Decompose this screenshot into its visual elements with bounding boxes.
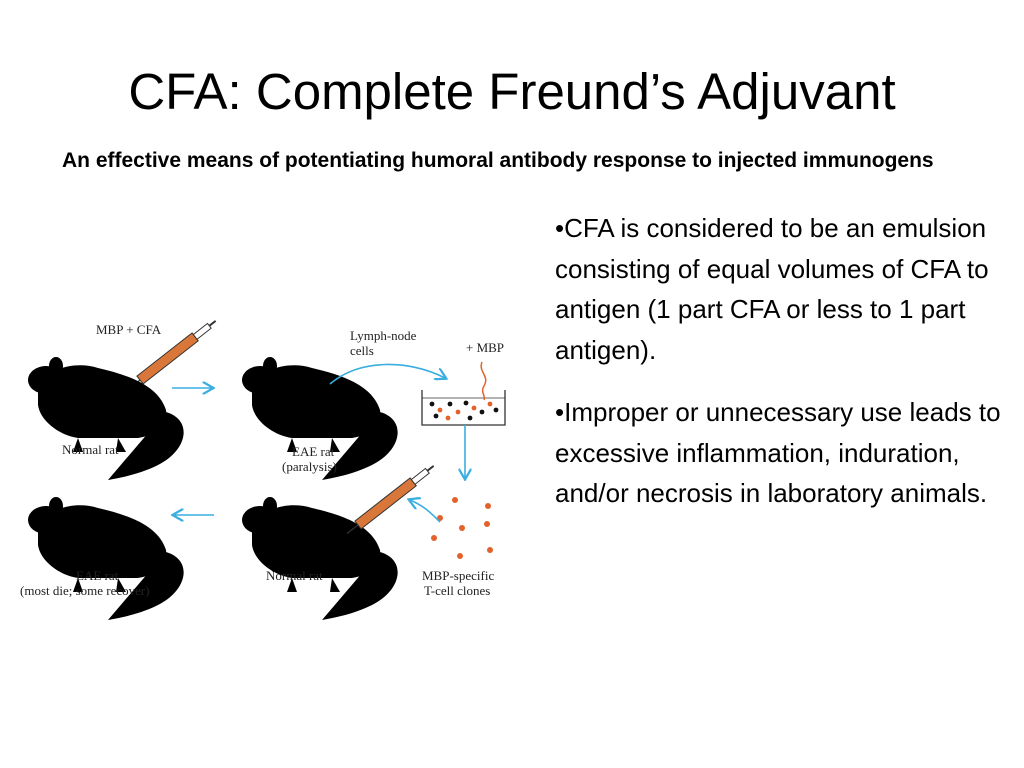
label-most-die: (most die; some recover) bbox=[20, 583, 150, 598]
slide-title: CFA: Complete Freund’s Adjuvant bbox=[128, 63, 896, 120]
label-mbp-cfa: MBP + CFA bbox=[96, 322, 162, 337]
label-eae-rat-1: EAE rat bbox=[292, 444, 335, 459]
label-mbp-specific: MBP-specific bbox=[422, 568, 494, 583]
label-normal-rat-1: Normal rat bbox=[62, 442, 119, 457]
slide-subtitle: An effective means of potentiating humor… bbox=[62, 149, 934, 172]
bullet-list: •CFA is considered to be an emulsion con… bbox=[555, 208, 1005, 536]
eae-rat-dying bbox=[14, 497, 184, 620]
arrow-to-syringe bbox=[410, 500, 441, 523]
eae-induction-diagram: MBP + CFA Normal rat Lymph-node cells + … bbox=[14, 320, 506, 620]
label-eae-rat-2: EAE rat bbox=[76, 568, 119, 583]
syringe-2 bbox=[346, 465, 435, 535]
label-normal-rat-2: Normal rat bbox=[266, 568, 323, 583]
label-t-cell-clones: T-cell clones bbox=[424, 583, 490, 598]
arrow-to-dish bbox=[329, 363, 445, 385]
culture-dish bbox=[421, 361, 506, 426]
t-cell-clone-dots bbox=[431, 497, 493, 559]
bullet-item: •Improper or unnecessary use leads to ex… bbox=[555, 397, 1001, 508]
label-lymph-node: Lymph-node bbox=[350, 328, 417, 343]
bullet-item: •CFA is considered to be an emulsion con… bbox=[555, 213, 989, 365]
syringe-1 bbox=[128, 320, 217, 390]
label-plus-mbp: + MBP bbox=[466, 340, 504, 355]
normal-rat-1 bbox=[14, 357, 184, 480]
label-paralysis: (paralysis) bbox=[282, 459, 337, 474]
label-cells: cells bbox=[350, 343, 374, 358]
